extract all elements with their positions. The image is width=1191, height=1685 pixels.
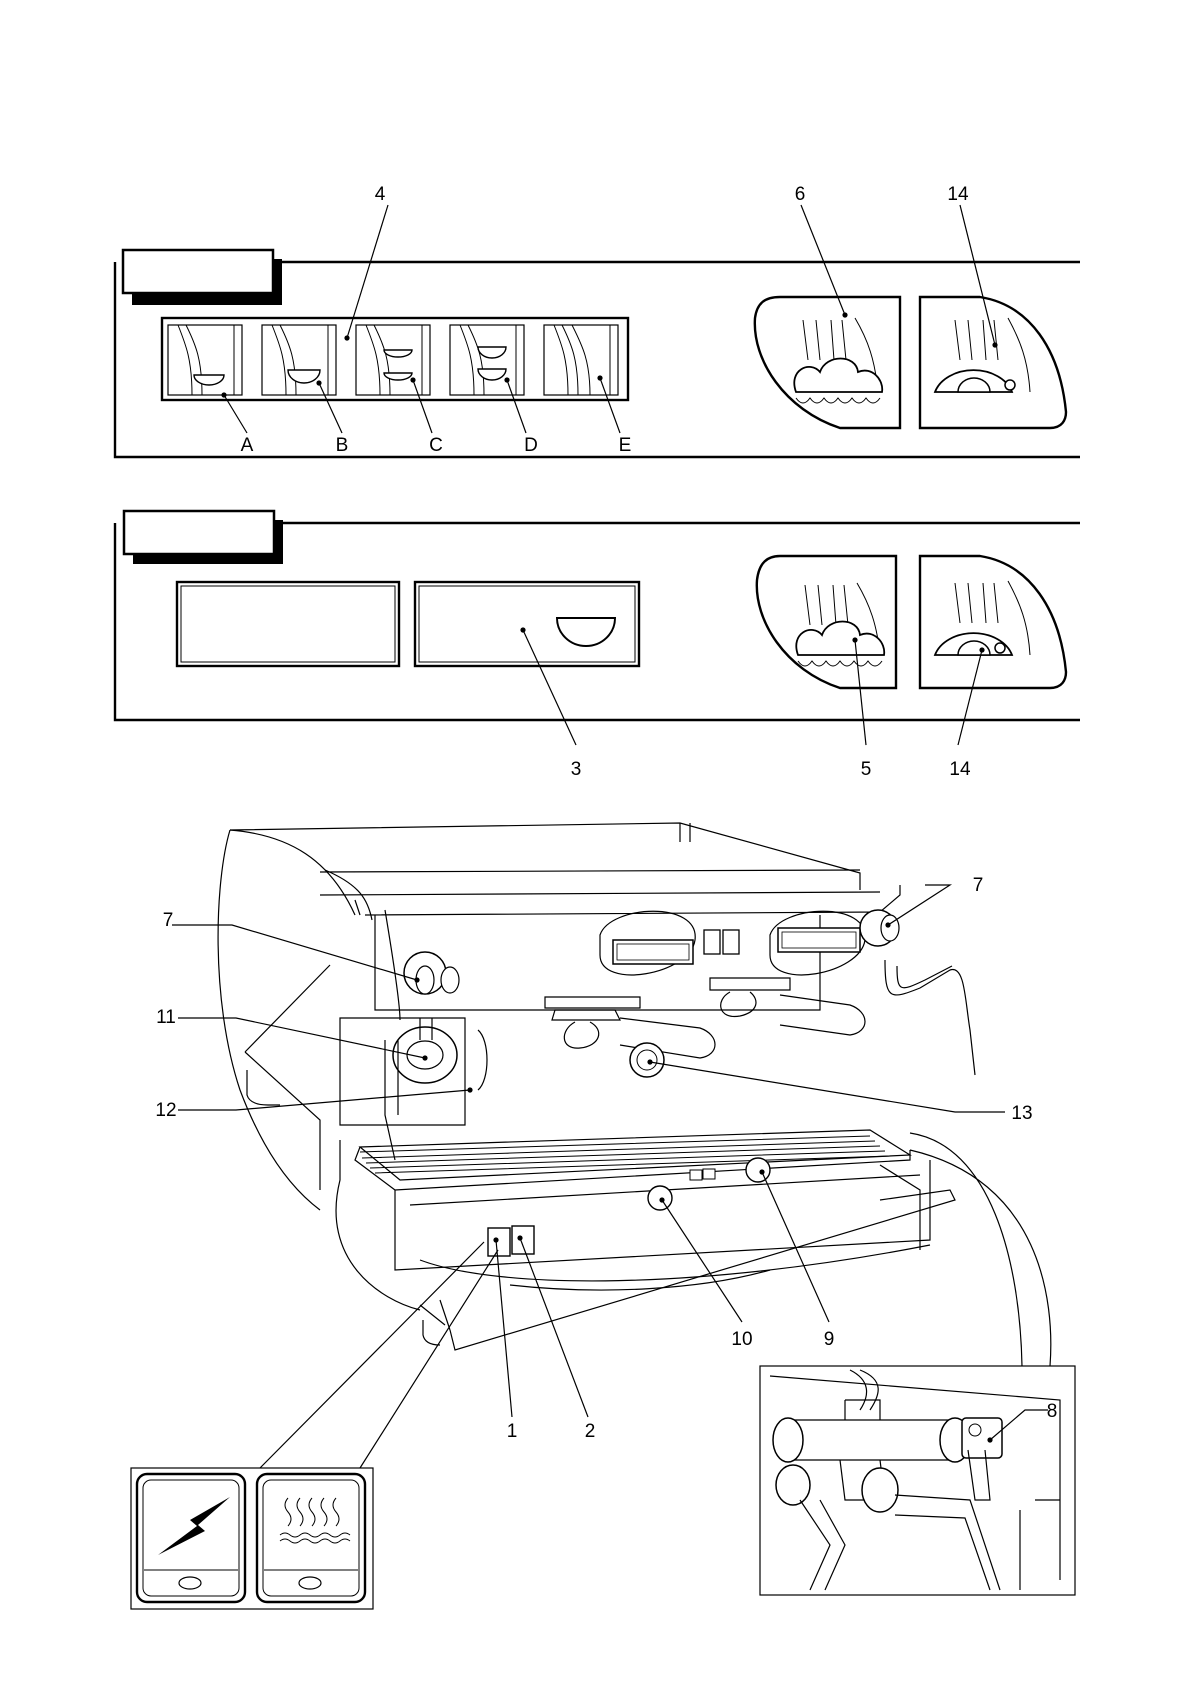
label-b: B (336, 435, 349, 456)
valve-8 (962, 1418, 1002, 1500)
panel-b-tag (124, 511, 274, 554)
callout-1: 1 (507, 1421, 518, 1442)
control-panel-b: 3 5 14 (115, 511, 1080, 780)
switch-2 (512, 1226, 534, 1254)
label-a: A (241, 435, 254, 456)
hot-water-button-b-icon (920, 556, 1066, 688)
button-c-double-short (356, 325, 430, 395)
gauge-10 (648, 1186, 672, 1210)
steam-wand-left (340, 1018, 487, 1160)
steam-button-icon (755, 297, 900, 428)
callout-10: 10 (731, 1329, 752, 1350)
dose-buttons (168, 325, 618, 395)
callout-9: 9 (824, 1329, 835, 1350)
heating-switch-icon (257, 1474, 365, 1602)
callout-2: 2 (585, 1421, 596, 1442)
switch-inset (131, 1242, 498, 1609)
callout-7-right: 7 (973, 875, 984, 896)
espresso-machine: 7 7 11 12 13 10 9 1 2 (155, 823, 1032, 1442)
label-d: D (524, 435, 538, 456)
group-head-left (545, 997, 715, 1058)
callout-14-a: 14 (947, 184, 969, 205)
panel-a-tag (123, 250, 273, 293)
right-display (770, 911, 865, 975)
steam-button-b-icon (757, 556, 896, 688)
hot-water-button-icon (920, 297, 1066, 428)
power-switch-icon (137, 1474, 245, 1602)
label-c: C (429, 435, 443, 456)
callout-14-b: 14 (949, 759, 971, 780)
callout-5: 5 (861, 759, 872, 780)
callout-4: 4 (375, 184, 386, 205)
label-e: E (619, 435, 632, 456)
blank-key (177, 582, 399, 666)
callout-7-left: 7 (163, 910, 174, 931)
callout-11: 11 (156, 1007, 176, 1028)
button-a-single-short (168, 325, 242, 395)
callout-6: 6 (795, 184, 806, 205)
callout-12: 12 (155, 1100, 176, 1121)
gauge-9 (746, 1158, 770, 1182)
control-panel-a: 4 6 14 A B C D E (115, 184, 1080, 457)
group-head-right (710, 978, 865, 1035)
steam-knob-left (404, 952, 459, 994)
callout-13: 13 (1011, 1103, 1032, 1124)
button-d-double-long (450, 325, 524, 395)
keypad-strip (162, 318, 628, 400)
button-b-single-long (262, 325, 336, 395)
button-e-continuous (544, 325, 618, 395)
callout-8: 8 (1047, 1401, 1058, 1422)
left-display (600, 911, 695, 975)
valve-inset: 8 (760, 1133, 1075, 1595)
switch-1 (488, 1228, 510, 1256)
callout-3: 3 (571, 759, 582, 780)
steam-knob-right (860, 910, 899, 946)
